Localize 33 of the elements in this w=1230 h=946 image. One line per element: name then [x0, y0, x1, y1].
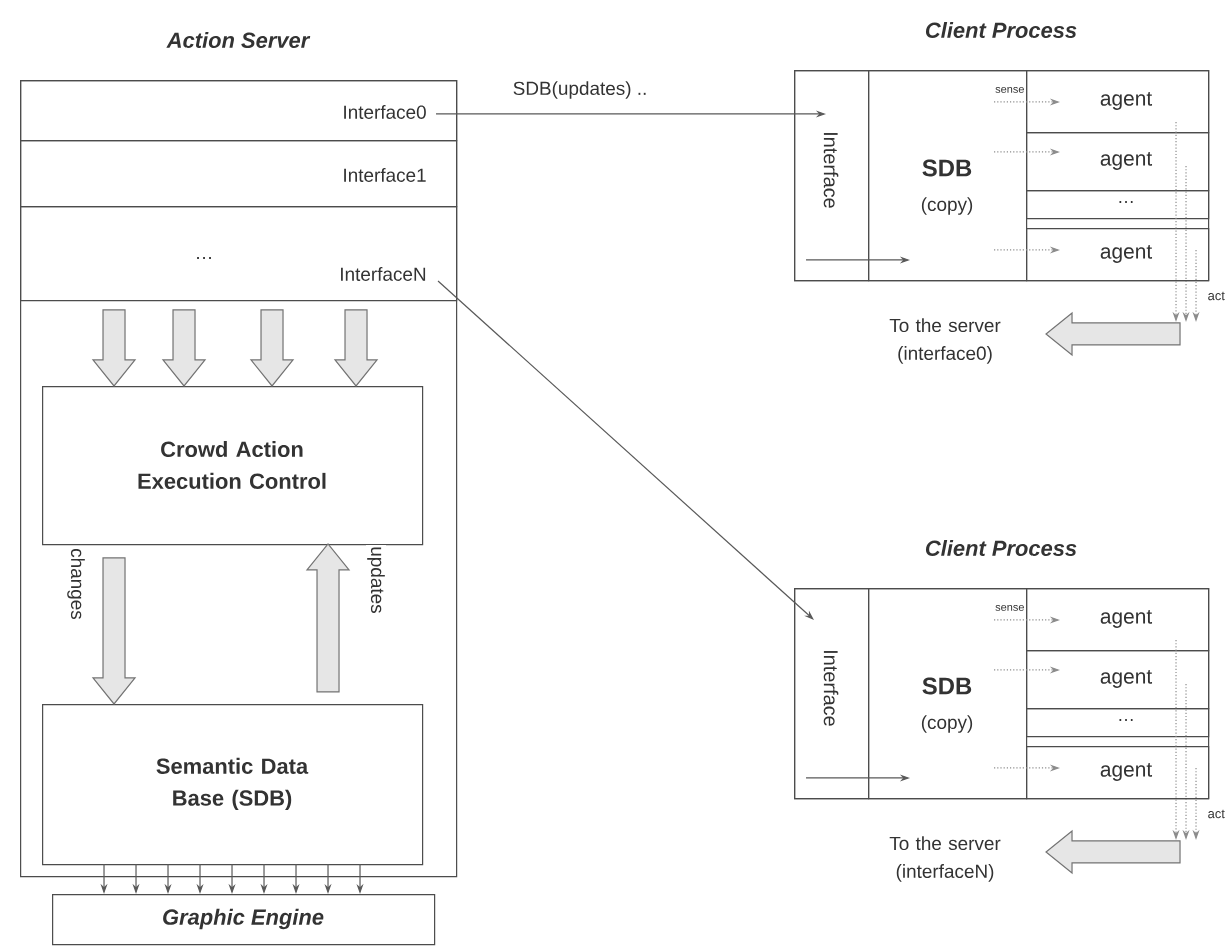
- interface-column: Interface: [794, 587, 870, 800]
- block-arrow: [333, 309, 379, 387]
- interface-row: Interface1: [20, 139, 458, 208]
- ellipsis-row: …: [1026, 707, 1210, 738]
- edge-label: updates: [366, 545, 387, 615]
- engine-box: Graphic Engine: [52, 893, 436, 946]
- agent-row: agent: [1026, 649, 1210, 710]
- node-label: Action Server: [166, 31, 311, 49]
- destination-text: To the server (interface0): [889, 318, 1001, 364]
- agent-row: agent: [1026, 587, 1210, 652]
- edge-label: changes: [66, 547, 87, 621]
- agent-row: agent: [1026, 131, 1210, 192]
- ellipsis-row: …: [1026, 189, 1210, 220]
- block-arrow: [91, 309, 137, 387]
- interface-row: Interface0: [20, 79, 458, 142]
- node-label: Client Process: [925, 539, 1077, 557]
- arrow: [437, 280, 814, 620]
- node-label: Client Process: [925, 21, 1077, 39]
- process-box: Semantic Data Base (SDB): [42, 703, 424, 866]
- block-arrow: [91, 557, 137, 705]
- agent-row: agent: [1026, 69, 1210, 134]
- agent-row: agent: [1026, 227, 1210, 282]
- edge-label: SDB(updates) ..: [511, 79, 649, 100]
- block-arrow: [1045, 829, 1181, 875]
- interface-row: … InterfaceN: [20, 205, 458, 302]
- block-arrow: [161, 309, 207, 387]
- agent-row: agent: [1026, 745, 1210, 800]
- block-arrow: [305, 543, 351, 693]
- block-arrow: [249, 309, 295, 387]
- process-box: Crowd Action Execution Control: [42, 385, 424, 546]
- destination-text: To the server (interfaceN): [889, 836, 1001, 882]
- block-arrow: [1045, 311, 1181, 357]
- interface-column: Interface: [794, 69, 870, 282]
